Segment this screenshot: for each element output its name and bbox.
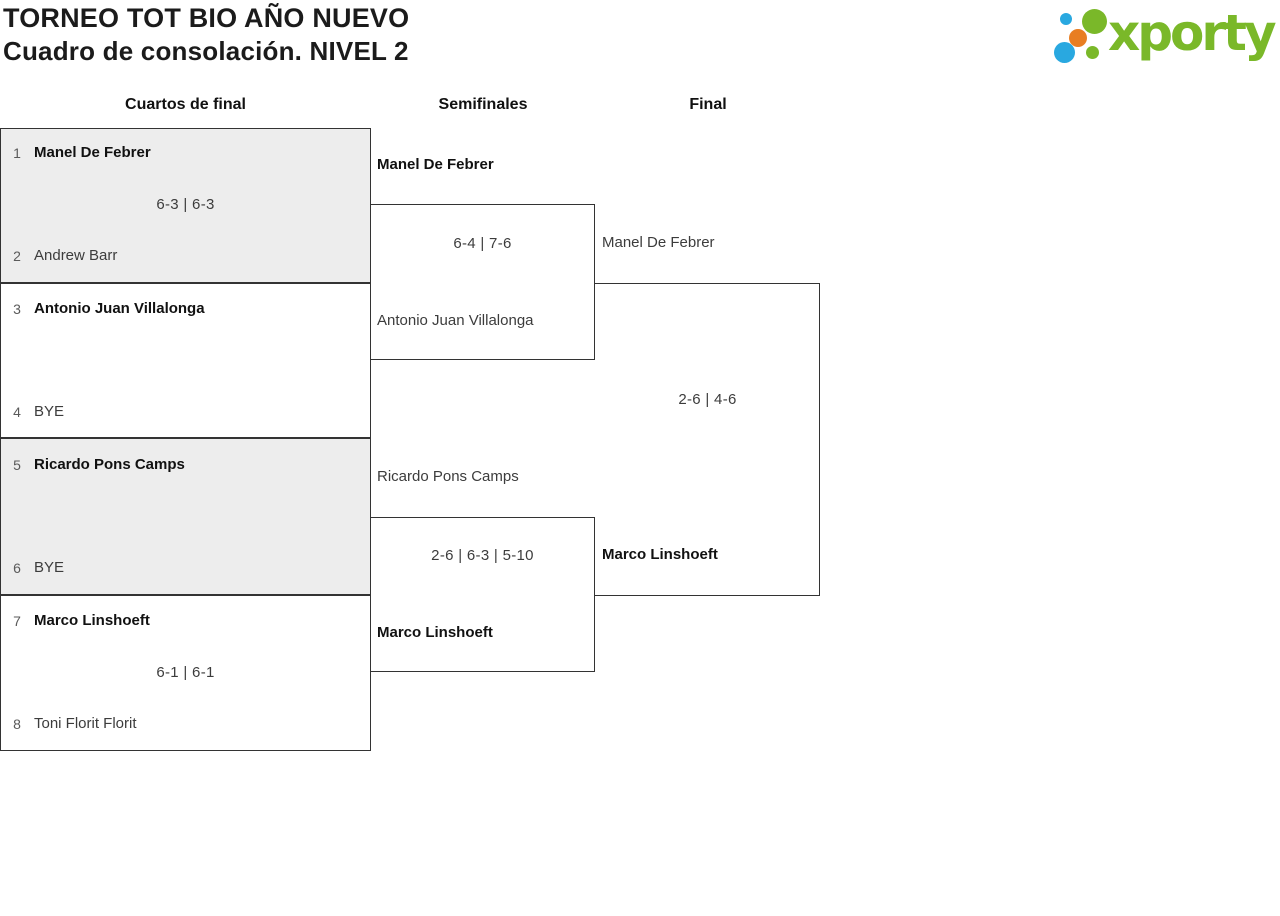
match-box-sf1 <box>370 204 595 360</box>
match-box-qf1 <box>0 128 371 283</box>
player-name: Andrew Barr <box>34 247 118 264</box>
player-seed: 5 <box>13 457 21 473</box>
player-seed: 7 <box>13 613 21 629</box>
round-header-cuartos: Cuartos de final <box>125 96 246 113</box>
tournament-title: TORNEO TOT BIO AÑO NUEVO <box>3 3 410 33</box>
player-name: Manel De Febrer <box>377 156 494 173</box>
player-row: Marco Linshoeft <box>377 623 493 643</box>
player-name: BYE <box>34 559 65 576</box>
player-seed: 8 <box>13 716 21 732</box>
player-name: Manel De Febrer <box>34 144 151 161</box>
match-box-sf2 <box>370 517 595 672</box>
logo-dot-blue-small-icon <box>1060 13 1072 25</box>
match-score: 6-4 | 7-6 <box>453 235 512 252</box>
player-name: Ricardo Pons Camps <box>377 468 519 485</box>
player-name: Antonio Juan Villalonga <box>377 312 534 329</box>
player-seed: 3 <box>13 301 21 317</box>
match-box-qf3 <box>0 438 371 595</box>
match-score: 6-1 | 6-1 <box>156 664 215 681</box>
match-box-final <box>595 283 820 596</box>
player-seed: 2 <box>13 248 21 264</box>
player-row: 1 Manel De Febrer <box>9 143 151 163</box>
player-row: 5 Ricardo Pons Camps <box>9 455 185 475</box>
player-name: BYE <box>34 403 65 420</box>
player-row: Marco Linshoeft <box>602 545 718 565</box>
player-row: 7 Marco Linshoeft <box>9 611 150 631</box>
match-box-qf2 <box>0 283 371 438</box>
round-header-semifinales: Semifinales <box>438 96 528 113</box>
player-row: Ricardo Pons Camps <box>377 467 519 487</box>
player-seed: 4 <box>13 404 21 420</box>
logo-dot-orange-icon <box>1069 29 1087 47</box>
bracket-subtitle: Cuadro de consolación. NIVEL 2 <box>3 36 409 66</box>
logo-wordmark: xporty <box>1108 4 1277 62</box>
logo-dot-green-small-icon <box>1086 46 1099 59</box>
logo-dot-blue-large-icon <box>1054 42 1075 63</box>
player-seed: 6 <box>13 560 21 576</box>
match-score: 2-6 | 6-3 | 5-10 <box>431 547 534 564</box>
player-row: 8 Toni Florit Florit <box>9 714 137 734</box>
player-row: Antonio Juan Villalonga <box>377 311 534 331</box>
player-row: 3 Antonio Juan Villalonga <box>9 299 205 319</box>
player-name: Marco Linshoeft <box>602 546 718 563</box>
player-row: Manel De Febrer <box>377 155 494 175</box>
player-row: 4 BYE <box>9 402 64 422</box>
match-score: 2-6 | 4-6 <box>678 391 737 408</box>
match-box-qf4 <box>0 595 371 751</box>
player-name: Manel De Febrer <box>602 234 715 251</box>
player-name: Antonio Juan Villalonga <box>34 300 205 317</box>
player-seed: 1 <box>13 145 21 161</box>
player-row: 6 BYE <box>9 558 64 578</box>
player-name: Ricardo Pons Camps <box>34 456 185 473</box>
player-name: Marco Linshoeft <box>34 612 150 629</box>
match-score: 6-3 | 6-3 <box>156 196 215 213</box>
player-row: Manel De Febrer <box>602 233 715 253</box>
player-row: 2 Andrew Barr <box>9 246 117 266</box>
player-name: Marco Linshoeft <box>377 624 493 641</box>
player-name: Toni Florit Florit <box>34 715 137 732</box>
round-header-final: Final <box>689 96 727 113</box>
logo-dot-green-large-icon <box>1082 9 1107 34</box>
